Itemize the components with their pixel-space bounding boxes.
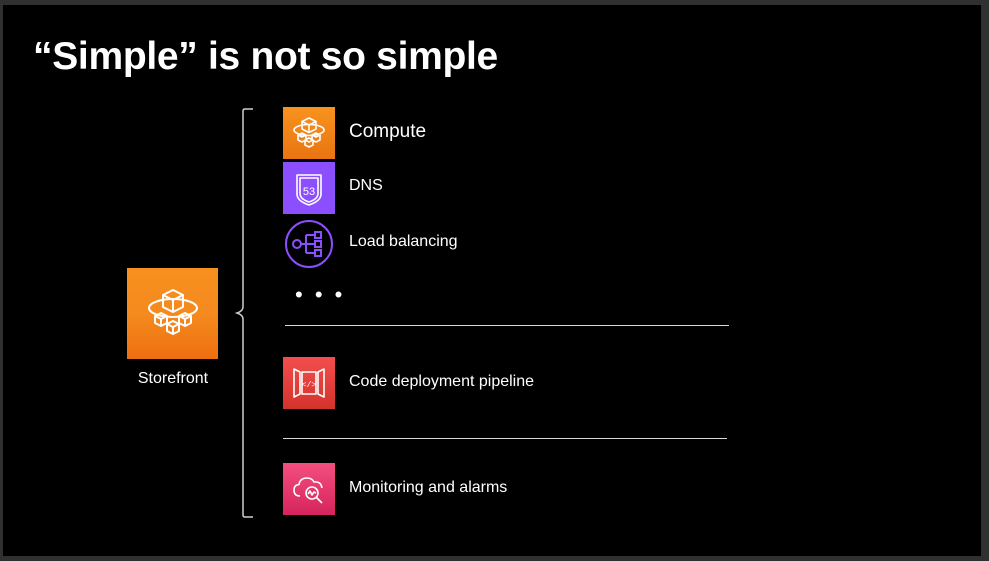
cloudwatch-icon [283,463,335,515]
slide-title: “Simple” is not so simple [33,35,498,78]
service-label-compute: Compute [349,121,427,142]
svg-text:</>: </> [302,381,317,390]
section-divider [285,325,729,326]
service-label-monitoring: Monitoring and alarms [349,479,508,496]
section-divider [283,438,727,439]
storefront-icon [127,268,218,359]
route53-badge-text: 53 [303,186,315,198]
storefront-label: Storefront [137,370,209,387]
service-label-dns: DNS [349,177,383,194]
route53-icon: 53 [283,162,335,214]
code-pipeline-icon: </> [283,357,335,409]
more-services-ellipsis: • • • [295,282,346,307]
service-label-code-pipeline: Code deployment pipeline [349,373,535,390]
slide: “Simple” is not so simple [3,5,981,556]
curly-bracket [234,108,253,518]
service-label-load-balancing: Load balancing [349,233,458,250]
compute-icon [283,107,335,159]
load-balancer-icon [283,218,335,270]
